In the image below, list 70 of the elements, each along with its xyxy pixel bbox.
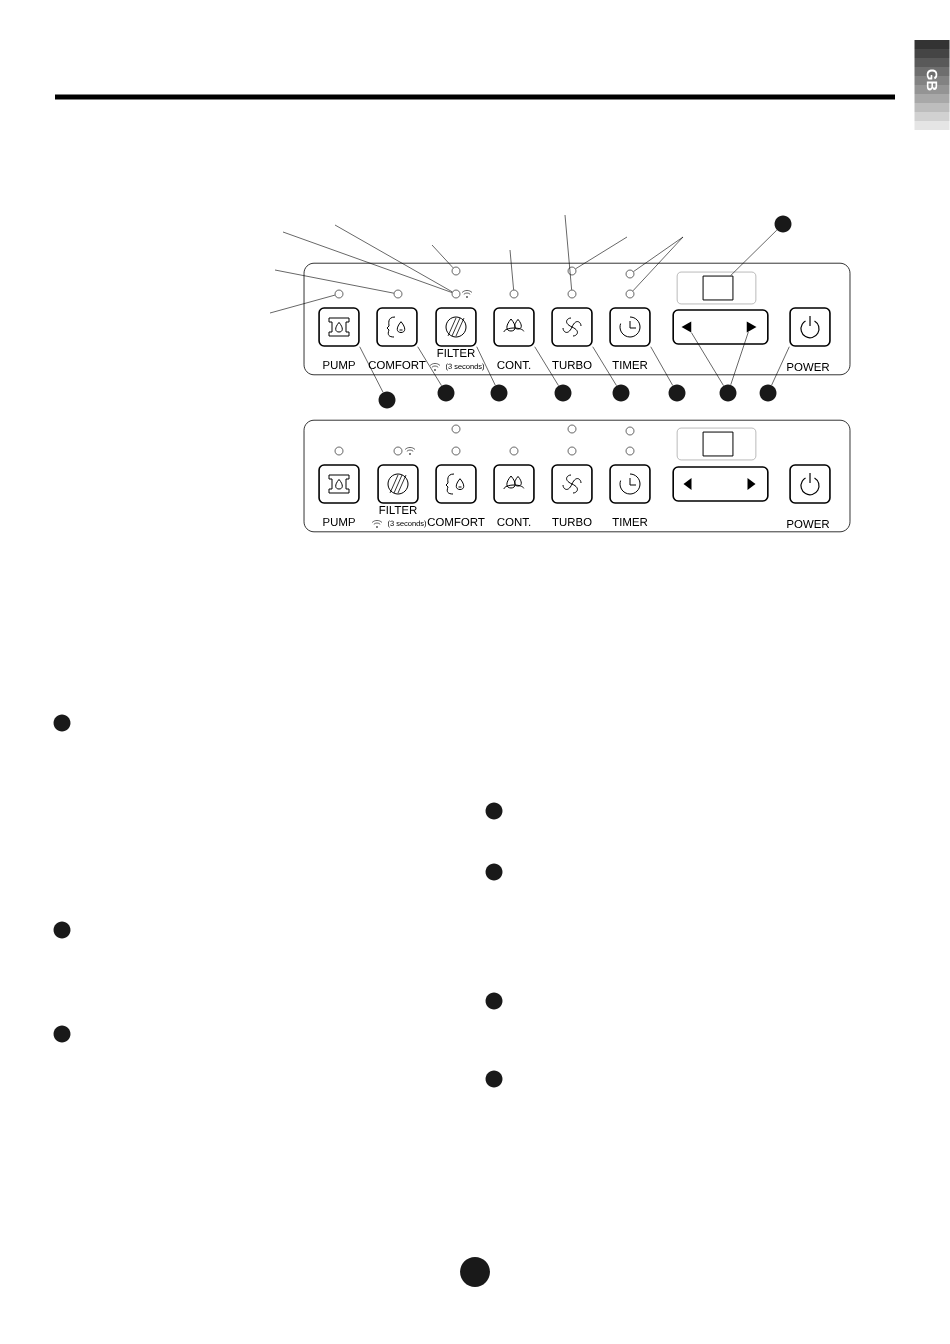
- leader-line: [476, 346, 496, 386]
- display-screen: [702, 275, 734, 301]
- arrow-triangle: [681, 321, 692, 333]
- display-window: [676, 271, 757, 305]
- leader-line: [575, 236, 628, 270]
- leader-line: [431, 244, 454, 269]
- leader-line: [592, 346, 617, 386]
- led-indicator: [393, 289, 403, 299]
- led-indicator: [625, 289, 635, 299]
- language-tab: GB: [914, 40, 950, 130]
- leader-line: [534, 346, 559, 386]
- callout-dot: [774, 215, 792, 233]
- leader-line: [564, 214, 572, 291]
- button-label: COMFORT: [427, 517, 485, 527]
- button-label: TURBO: [552, 517, 592, 527]
- display-window: [676, 427, 757, 461]
- button-label: PUMP: [323, 518, 355, 526]
- callout-dot: [612, 384, 630, 402]
- button-label: CONT.: [497, 360, 531, 370]
- arrow-triangle: [746, 321, 757, 333]
- button-label: TURBO: [552, 360, 592, 370]
- callout-dot: [53, 1025, 71, 1043]
- led-indicator: [567, 289, 577, 299]
- leader-line: [417, 346, 442, 386]
- button-label: FILTER: [437, 349, 475, 357]
- callout-dot: [437, 384, 455, 402]
- led-indicator: [334, 289, 344, 299]
- arrow-button: [672, 309, 769, 345]
- callout-dot: [668, 384, 686, 402]
- callout-dot: [53, 714, 71, 732]
- button-label: POWER: [787, 362, 830, 372]
- button-label: TIMER: [612, 361, 648, 369]
- button-label: FILTER: [379, 506, 417, 514]
- leader-line: [730, 229, 778, 276]
- leader-line: [632, 236, 684, 292]
- button-label: COMFORT: [368, 360, 426, 370]
- led-indicator: [625, 269, 635, 279]
- leader-line: [269, 294, 336, 314]
- node-label: GB: [926, 69, 938, 91]
- callout-dot: [490, 384, 508, 402]
- led-indicator: [567, 266, 577, 276]
- leader-line: [509, 249, 514, 291]
- leader-line: [334, 224, 453, 293]
- leader-line: [771, 346, 790, 386]
- button-label: PUMP: [323, 361, 355, 369]
- callout-dot: [554, 384, 572, 402]
- callout-dot: [378, 391, 396, 409]
- callout-dot: [719, 384, 737, 402]
- control-panel: [303, 262, 851, 376]
- leader-line: [282, 231, 453, 293]
- leader-line: [633, 236, 684, 272]
- callout-dot: [53, 921, 71, 939]
- led-indicator: [451, 289, 461, 299]
- arrow-button: [672, 466, 769, 502]
- leader-line: [359, 346, 384, 393]
- led-indicator: [451, 266, 461, 276]
- button-label: CONT.: [497, 517, 531, 527]
- callout-dot: [485, 863, 503, 881]
- page-number-dot: [460, 1257, 490, 1287]
- callout-dot: [485, 992, 503, 1010]
- callout-dot: [485, 1070, 503, 1088]
- display-screen: [702, 431, 734, 457]
- control-panel: [303, 419, 851, 533]
- button-label: TIMER: [612, 518, 648, 526]
- led-indicator: [509, 289, 519, 299]
- button-label: POWER: [787, 519, 830, 529]
- callout-dot: [759, 384, 777, 402]
- callout-dot: [485, 802, 503, 820]
- leader-line: [650, 346, 674, 386]
- leader-line: [274, 269, 395, 294]
